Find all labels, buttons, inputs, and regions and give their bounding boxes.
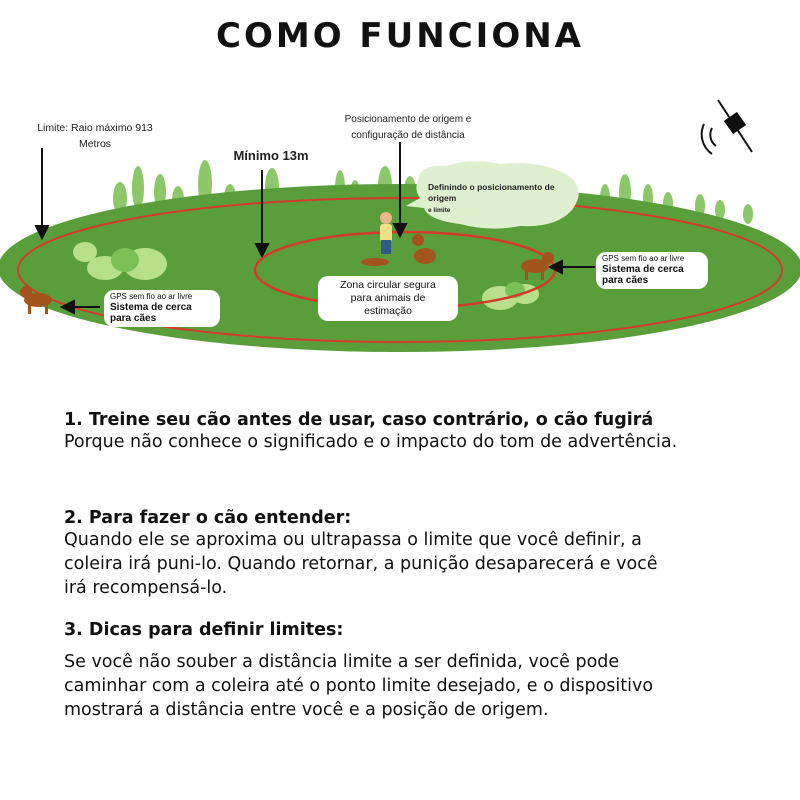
limit-label-line2: Metros <box>78 138 112 150</box>
section-2: 2. Para fazer o cão entender: Quando ele… <box>64 508 684 600</box>
cloud-line3: e limite <box>428 207 451 214</box>
satellite-icon <box>700 99 753 155</box>
safe-zone-label: Zona circular segura para animais de est… <box>318 276 458 321</box>
safe-zone-line2: para animais de <box>350 292 426 304</box>
dog-icon <box>20 234 554 314</box>
section-1: 1. Treine seu cão antes de usar, caso co… <box>64 410 684 454</box>
section-2-heading: 2. Para fazer o cão entender: <box>64 508 352 528</box>
section-1-heading: 1. Treine seu cão antes de usar, caso co… <box>64 410 654 430</box>
gps-label-right: GPS sem fio ao ar livre Sistema de cerca… <box>596 252 708 289</box>
safe-zone-line1: Zona circular segura <box>340 279 436 291</box>
section-3-text: Se você não souber a distância limite a … <box>64 652 654 720</box>
section-3-heading: 3. Dicas para definir limites: <box>64 620 344 640</box>
limit-label: Limite: Raio máximo 913 Metros <box>20 120 170 152</box>
fence-diagram: Limite: Raio máximo 913 Metros Mínimo 13… <box>0 80 800 390</box>
cloud-line1: Definindo o posicionamento de <box>428 182 555 192</box>
safe-zone-line3: estimação <box>364 305 412 317</box>
limit-label-line1: Limite: Raio máximo 913 <box>37 122 153 134</box>
gps-label-left: GPS sem fio ao ar livre Sistema de cerca… <box>104 290 220 327</box>
origin-label-line2: configuração de distância <box>351 130 465 141</box>
cloud-shape <box>406 161 579 229</box>
cloud-text: Definindo o posicionamento de origem e l… <box>428 182 578 216</box>
section-3: 3. Dicas para definir limites: Se você n… <box>64 620 684 722</box>
gps-right-big: Sistema de cerca para cães <box>602 263 684 286</box>
gps-left-small: GPS sem fio ao ar livre <box>110 292 193 301</box>
section-1-text: Porque não conhece o significado e o imp… <box>64 432 678 452</box>
origin-label: Posicionamento de origem e configuração … <box>318 112 498 144</box>
origin-label-line1: Posicionamento de origem e <box>344 114 472 125</box>
gps-left-big: Sistema de cerca para cães <box>110 301 192 324</box>
person-icon <box>380 212 392 254</box>
minimum-label: Mínimo 13m <box>233 148 309 163</box>
gps-right-small: GPS sem fio ao ar livre <box>602 254 685 263</box>
section-2-text: Quando ele se aproxima ou ultrapassa o l… <box>64 530 658 598</box>
page-title: COMO FUNCIONA <box>216 16 584 56</box>
cloud-line2: origem <box>428 193 457 203</box>
